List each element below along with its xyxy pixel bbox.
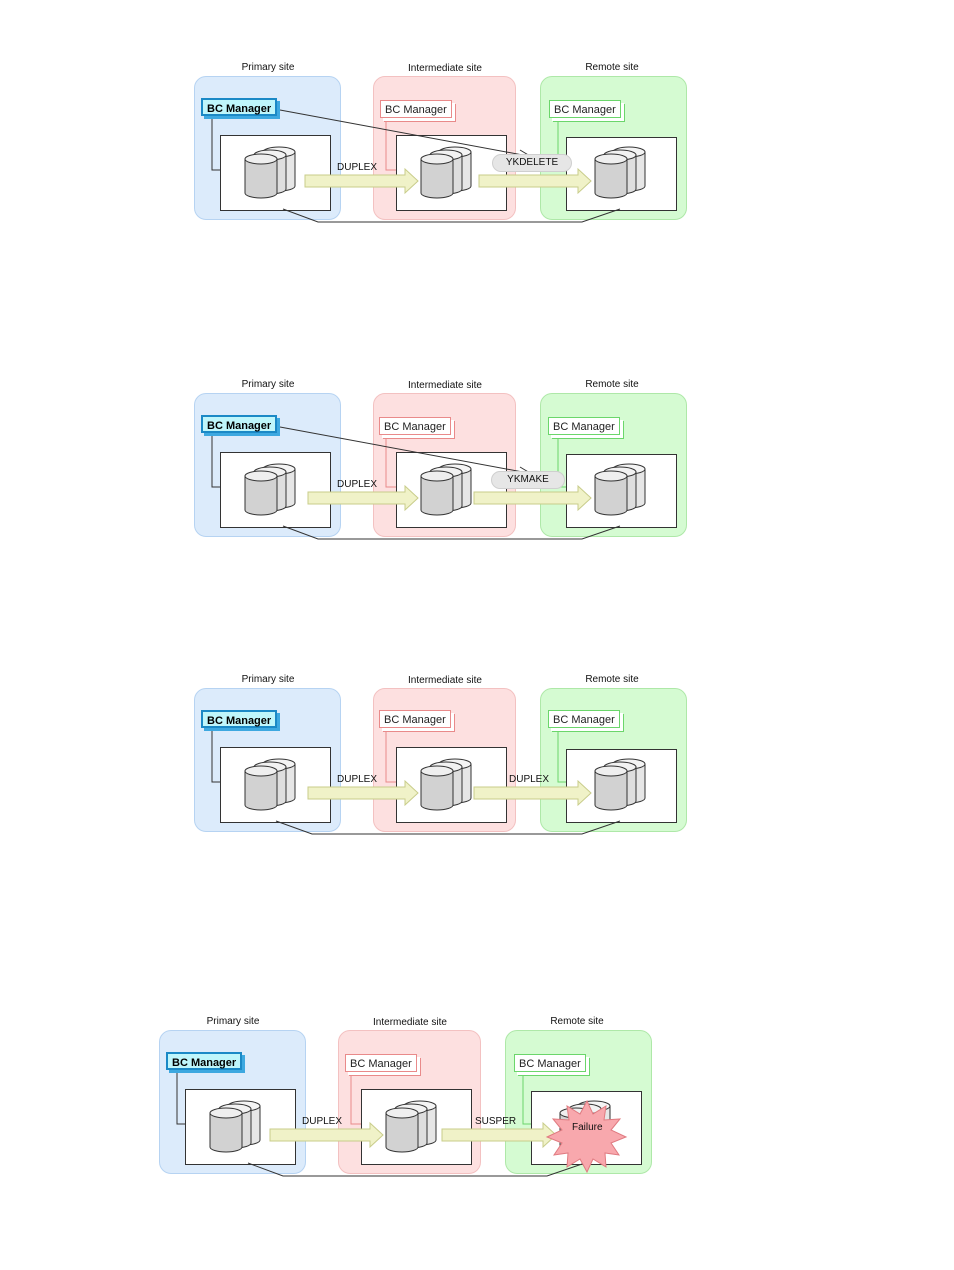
intermediate-disk-stack [385, 1100, 437, 1153]
primary-site-title: Primary site [241, 62, 295, 73]
primary-site-title: Primary site [206, 1016, 260, 1027]
bc-connector-intermediate [385, 116, 396, 171]
bc-connector-intermediate [385, 728, 396, 783]
primary-remote-link [282, 208, 621, 223]
diagram-1-graphics [211, 109, 646, 223]
replication-arrow-1 [307, 779, 419, 807]
primary-remote-link [282, 525, 621, 540]
bc-manager-intermediate: BC Manager [380, 100, 452, 118]
bc-connector-primary [211, 728, 220, 783]
replication-arrow-2 [441, 1121, 557, 1149]
command-label: YKMAKE [491, 471, 565, 489]
primary-site-title: Primary site [241, 379, 295, 390]
remote-disk-stack [594, 146, 646, 199]
intermediate-disk-stack [420, 146, 472, 199]
diagram-3-duplex: Primary site Intermediate site Remote si… [0, 612, 954, 872]
primary-remote-link [247, 1162, 586, 1177]
bc-manager-intermediate: BC Manager [379, 710, 451, 728]
remote-site-title: Remote site [585, 62, 639, 73]
bc-connector-remote [557, 730, 566, 783]
failure-burst [545, 1099, 628, 1174]
intermediate-site-title: Intermediate site [408, 675, 482, 686]
intermediate-site-title: Intermediate site [373, 1017, 447, 1028]
diagram-3-graphics [211, 728, 646, 835]
bc-manager-remote: BC Manager [548, 417, 620, 435]
diagram-2-ykmake: Primary site Intermediate site Remote si… [0, 317, 954, 577]
replication-arrow-1 [307, 484, 419, 512]
bc-connector-intermediate [385, 433, 396, 488]
bc-manager-intermediate: BC Manager [379, 417, 451, 435]
primary-site-title: Primary site [241, 674, 295, 685]
primary-disk-stack [244, 463, 296, 516]
arrow-2-label: DUPLEX [509, 774, 550, 785]
command-line [279, 109, 529, 157]
arrow-1-label: DUPLEX [302, 1116, 343, 1127]
primary-disk-stack [244, 146, 296, 199]
bc-connector-primary [211, 116, 220, 171]
diagram-4-failure: Primary site Intermediate site Remote si… [0, 954, 919, 1214]
bc-manager-intermediate: BC Manager [345, 1054, 417, 1072]
remote-site-title: Remote site [585, 379, 639, 390]
diagram-1-ykdelete: Primary site Intermediate site Remote si… [0, 0, 954, 260]
replication-arrow-2 [473, 484, 592, 512]
arrow-1-label: DUPLEX [337, 479, 378, 490]
bc-manager-primary: BC Manager [166, 1052, 243, 1070]
bc-connector-intermediate [350, 1070, 361, 1125]
replication-arrow-2 [478, 167, 592, 195]
diagram-4-graphics [176, 1070, 628, 1177]
replication-arrow-1 [269, 1121, 384, 1149]
bc-connector-primary [211, 433, 220, 488]
bc-manager-primary: BC Manager [201, 415, 278, 433]
command-label: YKDELETE [492, 154, 572, 172]
remote-disk-stack [594, 463, 646, 516]
primary-disk-stack [209, 1100, 261, 1153]
failure-label: Failure [572, 1122, 603, 1133]
replication-arrow-1 [304, 167, 419, 195]
bc-manager-remote: BC Manager [514, 1054, 586, 1072]
primary-remote-link [275, 820, 621, 835]
intermediate-site-title: Intermediate site [408, 63, 482, 74]
bc-connector-remote [522, 1072, 531, 1125]
bc-manager-remote: BC Manager [548, 710, 620, 728]
bc-manager-remote: BC Manager [549, 100, 621, 118]
intermediate-site-title: Intermediate site [408, 380, 482, 391]
diagram-2-graphics [211, 426, 646, 540]
arrow-2-label: SUSPER [475, 1116, 517, 1127]
remote-site-title: Remote site [550, 1016, 604, 1027]
primary-disk-stack [244, 758, 296, 811]
bc-connector-primary [176, 1070, 185, 1125]
intermediate-disk-stack [420, 758, 472, 811]
intermediate-disk-stack [420, 463, 472, 516]
arrow-1-label: DUPLEX [337, 162, 378, 173]
command-line [279, 426, 529, 474]
remote-site-title: Remote site [585, 674, 639, 685]
bc-manager-primary: BC Manager [201, 98, 278, 116]
arrow-1-label: DUPLEX [337, 774, 378, 785]
remote-disk-stack [594, 758, 646, 811]
replication-arrow-2 [473, 779, 592, 807]
bc-manager-primary: BC Manager [201, 710, 278, 728]
